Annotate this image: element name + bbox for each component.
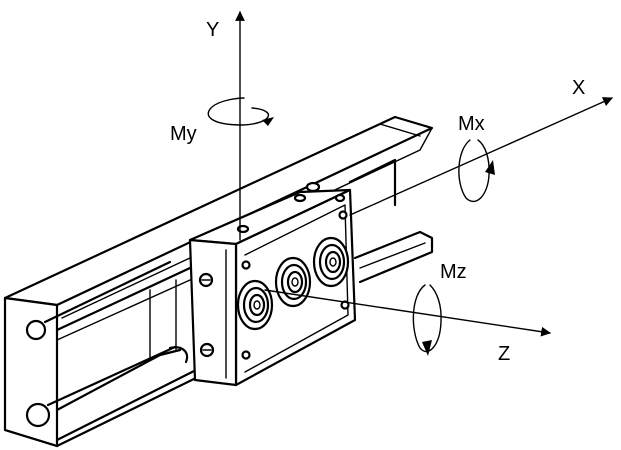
moment-my-arrow bbox=[207, 97, 274, 126]
moment-mz-label: Mz bbox=[440, 261, 467, 283]
guide-rail bbox=[3, 115, 434, 448]
axis-z bbox=[264, 289, 551, 337]
roller-1 bbox=[236, 279, 274, 331]
axis-x bbox=[349, 97, 613, 216]
axis-x-label: X bbox=[572, 77, 585, 99]
roller-wheels bbox=[236, 236, 350, 331]
moment-mx-arrow bbox=[458, 139, 495, 203]
moment-mx-label: Mx bbox=[458, 113, 485, 135]
moment-mz-arrow bbox=[412, 284, 442, 356]
moment-my-label: My bbox=[170, 123, 197, 145]
roller-2 bbox=[274, 256, 312, 308]
axis-y-label: Y bbox=[206, 19, 219, 41]
axis-z-label: Z bbox=[498, 343, 510, 365]
roller-3 bbox=[312, 236, 350, 288]
